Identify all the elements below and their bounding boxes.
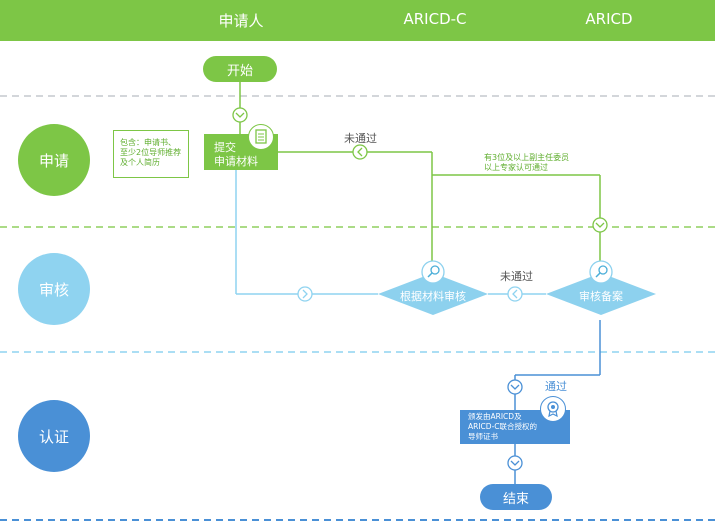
header-aricd: ARICD [585, 10, 633, 28]
chevron-icon [232, 107, 248, 123]
not-passed-label-top: 未通过 [344, 132, 377, 145]
submit-label-line1: 提交 [214, 141, 236, 154]
start-node: 开始 [203, 56, 277, 82]
certificate-line1: 颁发由ARICD及 [468, 412, 522, 421]
review-by-material-diamond [378, 273, 488, 315]
stage-review: 审核 [18, 253, 90, 325]
stage-certify: 认证 [18, 400, 90, 472]
review-filing-label: 审核备案 [579, 290, 623, 303]
chevron-icon [352, 144, 368, 160]
approval-line2: 以上专家认可通过 [484, 163, 548, 172]
chevron-icon [592, 217, 608, 233]
stage-apply: 申请 [18, 124, 90, 196]
award-icon [540, 396, 566, 422]
review-filing-diamond [546, 273, 656, 315]
includes-line2: 至少2位导师推荐 [120, 148, 182, 157]
chevron-icon [507, 286, 523, 302]
certificate-line3: 导师证书 [468, 432, 498, 441]
chevron-icon [297, 286, 313, 302]
includes-note: 包含：申请书、 至少2位导师推荐 及个人简历 [113, 130, 189, 178]
review-by-material-label: 根据材料审核 [400, 290, 466, 303]
document-icon [248, 124, 274, 150]
certificate-line2: ARICD-C联合授权的 [468, 422, 538, 431]
end-node: 结束 [480, 484, 552, 510]
approval-line1: 有3位及以上副主任委员 [484, 153, 570, 162]
chevron-icon [507, 455, 523, 471]
includes-line3: 及个人简历 [120, 158, 160, 167]
header-applicant: 申请人 [218, 12, 264, 30]
submit-label-line2: 申请材料 [214, 155, 258, 168]
search-icon [421, 260, 445, 284]
header-aricd-c: ARICD-C [403, 10, 467, 28]
header-bar: 申请人 ARICD-C ARICD [0, 0, 715, 41]
passed-label: 通过 [545, 380, 567, 393]
search-icon [589, 260, 613, 284]
includes-line1: 包含：申请书、 [120, 138, 176, 147]
chevron-icon [507, 379, 523, 395]
not-passed-label-mid: 未通过 [500, 270, 533, 283]
